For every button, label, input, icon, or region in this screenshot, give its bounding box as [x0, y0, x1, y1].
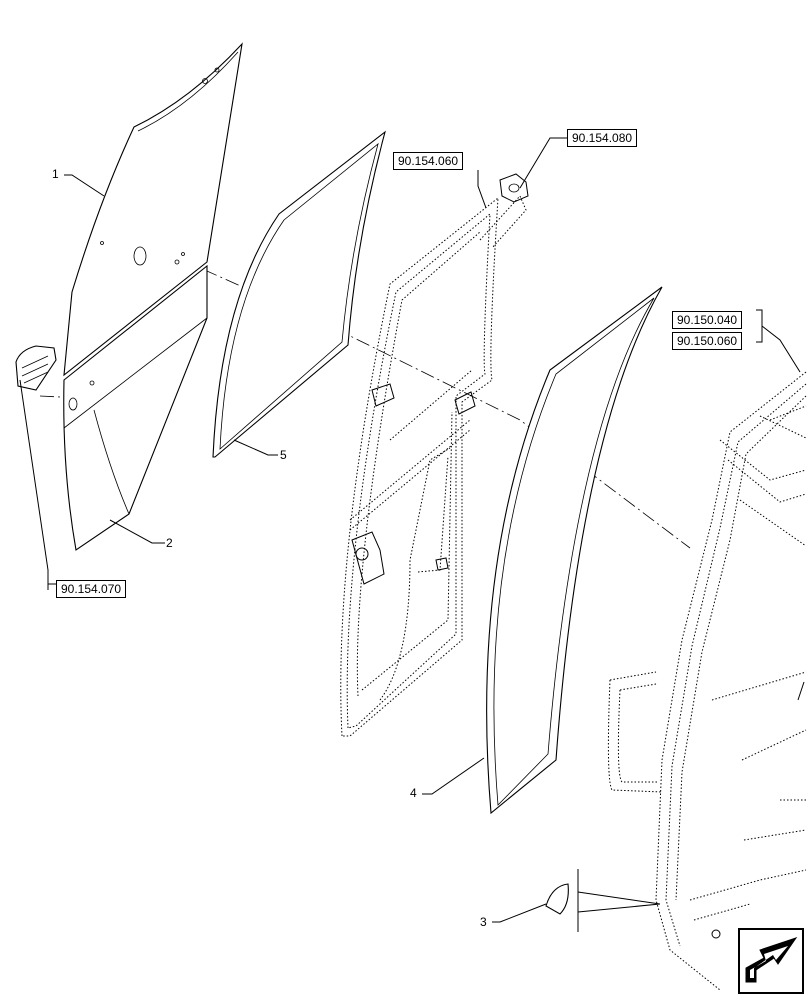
large-glass-part — [486, 286, 663, 815]
small-glass-part — [212, 130, 386, 458]
item-number-4: 4 — [410, 786, 417, 800]
item-number-3: 3 — [480, 915, 487, 929]
plug-part — [545, 869, 661, 932]
cab-structure — [607, 371, 807, 991]
arrow-navigation-glyph — [745, 937, 798, 983]
item-number-5: 5 — [280, 448, 287, 462]
ref-label-90-154-080[interactable]: 90.154.080 — [567, 129, 638, 147]
ref-label-90-154-070[interactable]: 90.154.070 — [56, 580, 127, 598]
hinge-component — [15, 345, 57, 391]
leader-lines — [19, 137, 801, 923]
ref-label-90-150-060[interactable]: 90.150.060 — [672, 332, 743, 350]
ref-label-90-150-040[interactable]: 90.150.040 — [672, 311, 743, 329]
upper-door-panel — [63, 42, 243, 377]
lower-door-panel — [63, 264, 208, 551]
arrow-navigation-icon[interactable] — [738, 928, 804, 994]
center-axis-line — [159, 249, 691, 549]
door-frame — [340, 195, 527, 737]
top-latch-part — [499, 173, 529, 203]
item-number-2: 2 — [166, 536, 173, 550]
ref-label-90-154-060[interactable]: 90.154.060 — [393, 152, 464, 170]
item-number-1: 1 — [52, 167, 59, 181]
